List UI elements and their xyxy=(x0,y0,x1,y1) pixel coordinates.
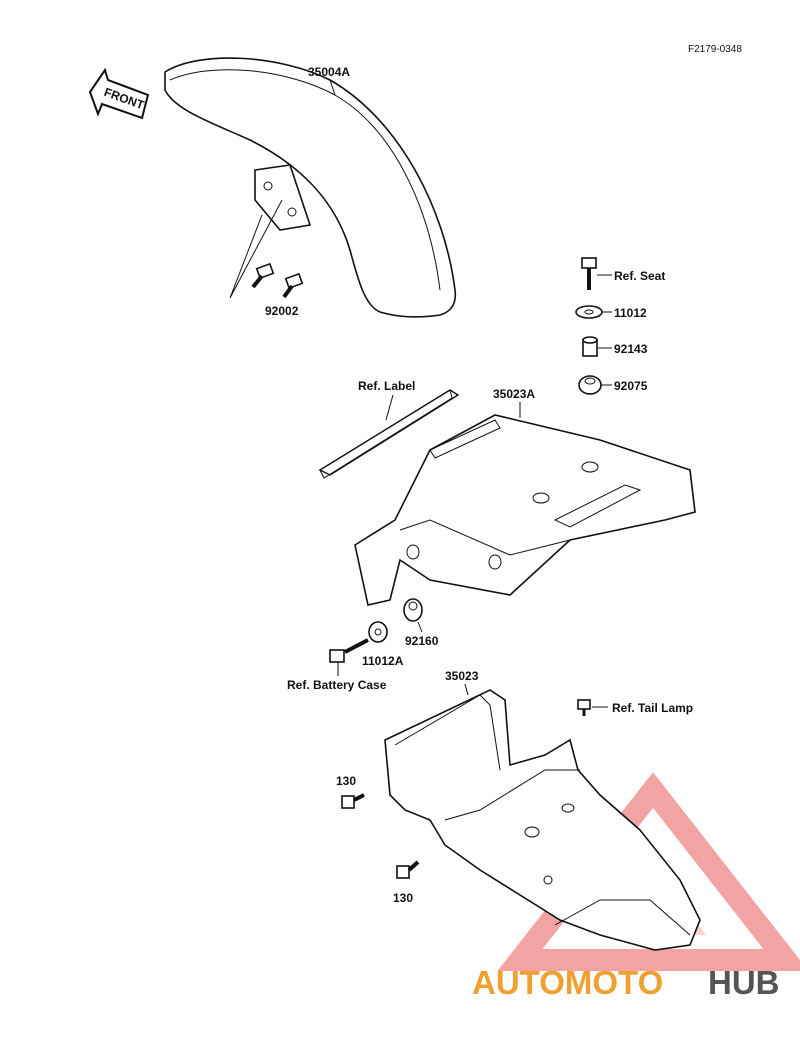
label-92143: 92143 xyxy=(614,342,648,356)
label-92160: 92160 xyxy=(405,634,439,648)
bolt-130-lower-icon xyxy=(396,860,420,879)
washer-11012-icon xyxy=(575,305,603,319)
tail-lamp-fastener-icon xyxy=(577,699,591,716)
label-35004A: 35004A xyxy=(308,65,350,79)
front-fender xyxy=(164,57,457,318)
bolt-130-upper-icon xyxy=(341,793,365,809)
collar-92143-icon xyxy=(582,336,598,357)
seat-bolt-icon xyxy=(581,257,597,290)
grommet-92160-icon xyxy=(403,598,423,622)
rear-fender-upper xyxy=(354,414,696,606)
label-92075: 92075 xyxy=(614,379,648,393)
label-ref-seat: Ref. Seat xyxy=(614,269,665,283)
label-sticker xyxy=(318,389,460,479)
battery-case-bolt-icon xyxy=(329,638,369,663)
rear-fender-lower xyxy=(384,689,701,951)
label-ref-battery-case: Ref. Battery Case xyxy=(287,678,387,692)
label-130-lower: 130 xyxy=(393,891,413,905)
label-ref-label: Ref. Label xyxy=(358,379,415,393)
label-35023: 35023 xyxy=(445,669,479,683)
watermark-text-part1: AUTOMOTO xyxy=(472,964,663,1001)
label-130-upper: 130 xyxy=(336,774,356,788)
label-11012A: 11012A xyxy=(362,654,404,668)
grommet-92075-icon xyxy=(578,375,602,395)
bolt-92002-icon xyxy=(251,262,304,299)
label-ref-tail-lamp: Ref. Tail Lamp xyxy=(612,701,693,715)
label-35023A: 35023A xyxy=(493,387,535,401)
figure-code: F2179-0348 xyxy=(688,44,742,55)
watermark-text-part2: HUB xyxy=(708,964,780,1001)
front-arrow-icon: FRONT xyxy=(88,67,150,120)
label-92002: 92002 xyxy=(265,304,299,318)
label-11012: 11012 xyxy=(614,306,647,320)
washer-11012A-icon xyxy=(368,621,388,643)
